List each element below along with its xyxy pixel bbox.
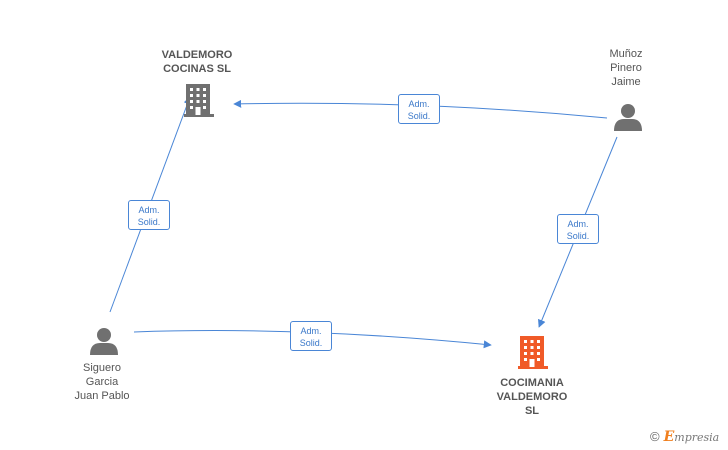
edge-label-munoz-valdemoro[interactable]: Adm. Solid.	[398, 94, 440, 124]
brand-initial: E	[663, 429, 675, 445]
person-label-siguero[interactable]: Siguero Garcia Juan Pablo	[74, 362, 130, 402]
edge-label-siguero-valdemoro[interactable]: Adm. Solid.	[128, 200, 170, 230]
building-icon	[184, 84, 214, 117]
person-label-munoz[interactable]: Muñoz Pinero Jaime	[609, 48, 643, 88]
building-icon-target	[518, 336, 548, 369]
edge-label-munoz-cocimania[interactable]: Adm. Solid.	[557, 214, 599, 244]
person-icon	[90, 328, 118, 355]
brand-name: mpresia	[674, 431, 720, 444]
person-icon	[614, 104, 642, 131]
company-label-cocimania[interactable]: COCIMANIA VALDEMORO SL	[496, 377, 568, 417]
edge-label-siguero-cocimania[interactable]: Adm. Solid.	[290, 321, 332, 351]
company-label-valdemoro-cocinas[interactable]: VALDEMORO COCINAS SL	[161, 49, 233, 75]
copyright-icon: ©	[650, 429, 660, 444]
brand-logo: ©Empresia	[650, 429, 719, 445]
